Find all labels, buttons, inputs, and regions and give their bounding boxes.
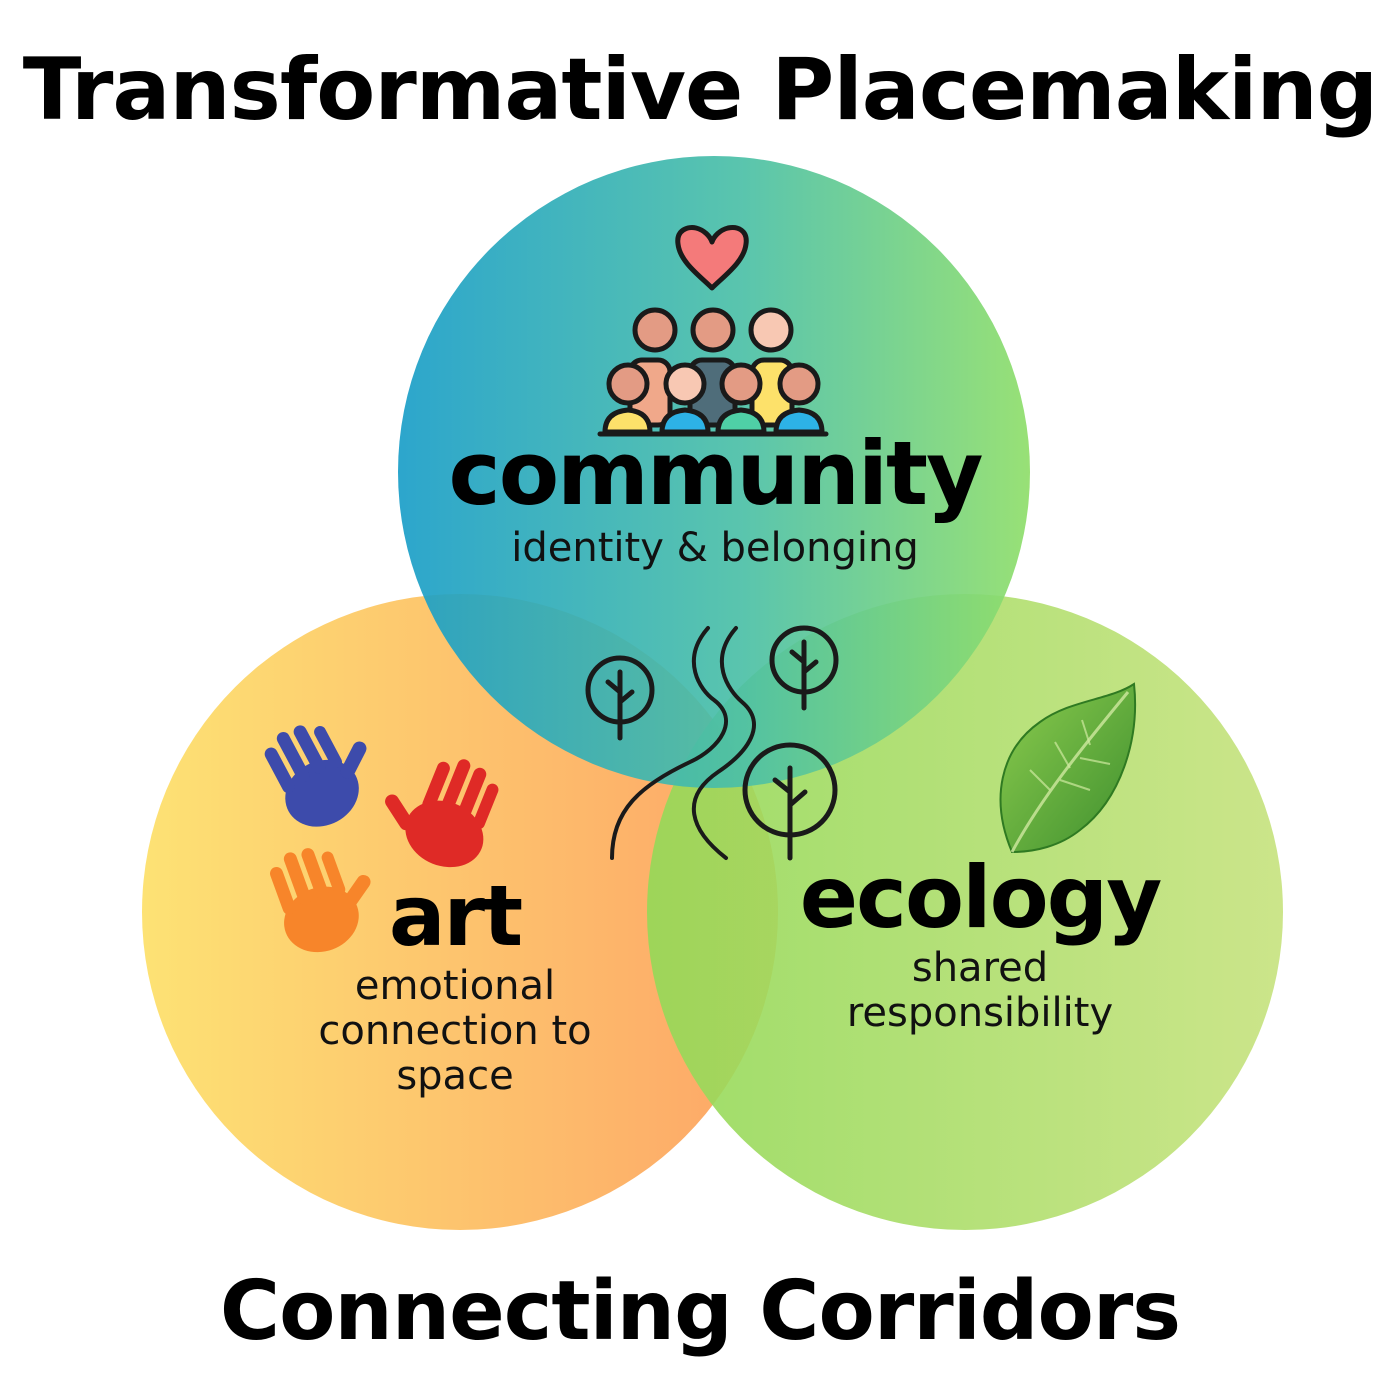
tree-icon bbox=[769, 625, 839, 711]
leaf-icon bbox=[999, 682, 1136, 854]
tree-icon bbox=[585, 655, 655, 741]
blue-handprint-icon bbox=[264, 725, 367, 827]
community-label: community bbox=[448, 422, 984, 525]
art-description-line: connection to bbox=[318, 1008, 592, 1054]
ecology-description-line: responsibility bbox=[846, 990, 1114, 1036]
community-circle bbox=[398, 156, 1030, 788]
tree-icon bbox=[742, 742, 838, 861]
art-description: emotional connection to space bbox=[255, 964, 655, 1099]
orange-handprint-icon bbox=[270, 848, 371, 953]
diagram-title: Transformative Placemaking bbox=[22, 40, 1379, 140]
art-description-line: emotional bbox=[354, 963, 556, 1009]
art-description-line: space bbox=[396, 1053, 514, 1099]
diagram-subtitle: Connecting Corridors bbox=[219, 1264, 1181, 1359]
ecology-label: ecology bbox=[799, 848, 1163, 948]
heart-icon bbox=[675, 225, 749, 291]
ecology-description-line: shared bbox=[911, 945, 1049, 991]
art-label: art bbox=[388, 867, 523, 965]
winding-path-icon bbox=[610, 626, 756, 860]
people-group-icon bbox=[597, 307, 829, 437]
red-handprint-icon bbox=[385, 759, 499, 868]
community-description: identity & belonging bbox=[511, 525, 919, 571]
ecology-description: shared responsibility bbox=[760, 946, 1200, 1036]
